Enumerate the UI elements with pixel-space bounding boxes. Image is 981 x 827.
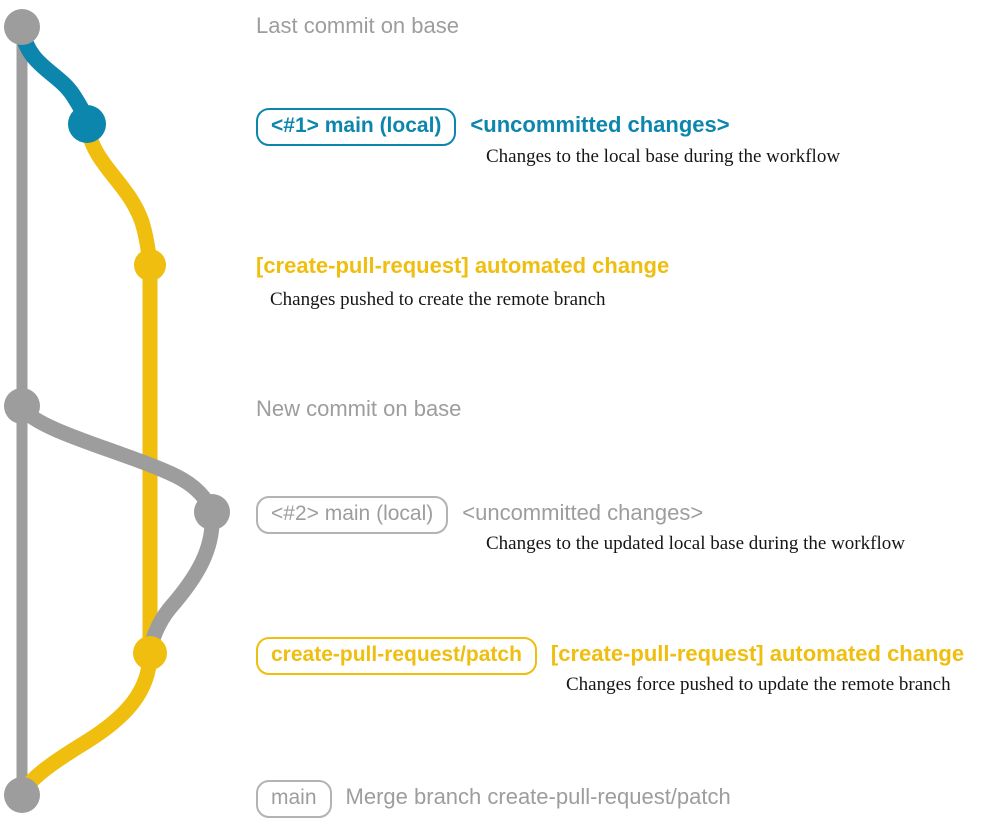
node-patch-commit-2	[133, 636, 167, 670]
note-local-main-1: Changes to the local base during the wor…	[486, 146, 841, 167]
subject-local-main-1: <uncommitted changes>	[470, 112, 730, 137]
node-merge-commit	[4, 777, 40, 813]
subject-automated-change-2: [create-pull-request] automated change	[550, 641, 965, 666]
node-base-new	[4, 388, 40, 424]
row-local-main-2: <#2> main (local) <uncommitted changes>	[256, 496, 703, 534]
subject-merge-commit: Merge branch create-pull-request/patch	[345, 784, 731, 809]
note-automated-change-2: Changes force pushed to update the remot…	[566, 674, 951, 695]
subject-local-main-2: <uncommitted changes>	[462, 500, 704, 525]
ref-pill-main[interactable]: main	[256, 780, 332, 818]
row-local-main-1: <#1> main (local) <uncommitted changes>	[256, 108, 730, 146]
note-local-main-2: Changes to the updated local base during…	[486, 533, 905, 554]
note-automated-change-1: Changes pushed to create the remote bran…	[270, 289, 606, 310]
headline-automated-change-1: [create-pull-request] automated change	[256, 253, 670, 278]
node-local-main-1	[68, 105, 106, 143]
headline-new-commit-on-base: New commit on base	[256, 396, 462, 421]
headline-last-commit-on-base: Last commit on base	[256, 13, 459, 38]
edge-patch-2-to-merge	[14, 647, 158, 803]
node-patch-commit-1	[134, 249, 166, 281]
node-base-head	[4, 9, 40, 45]
edge-local-main-2-to-patch-2	[142, 506, 220, 661]
edge-base-new-to-local-main-2	[14, 400, 220, 520]
ref-pill-create-pull-request-patch[interactable]: create-pull-request/patch	[256, 637, 537, 675]
ref-pill-local-main-1[interactable]: <#1> main (local)	[256, 108, 457, 146]
edge-local-main-1-to-patch-1	[79, 118, 158, 273]
row-automated-change-2: create-pull-request/patch [create-pull-r…	[256, 637, 964, 675]
row-merge-commit: main Merge branch create-pull-request/pa…	[256, 780, 731, 818]
ref-pill-local-main-2[interactable]: <#2> main (local)	[256, 496, 449, 534]
node-local-main-2	[194, 494, 230, 530]
